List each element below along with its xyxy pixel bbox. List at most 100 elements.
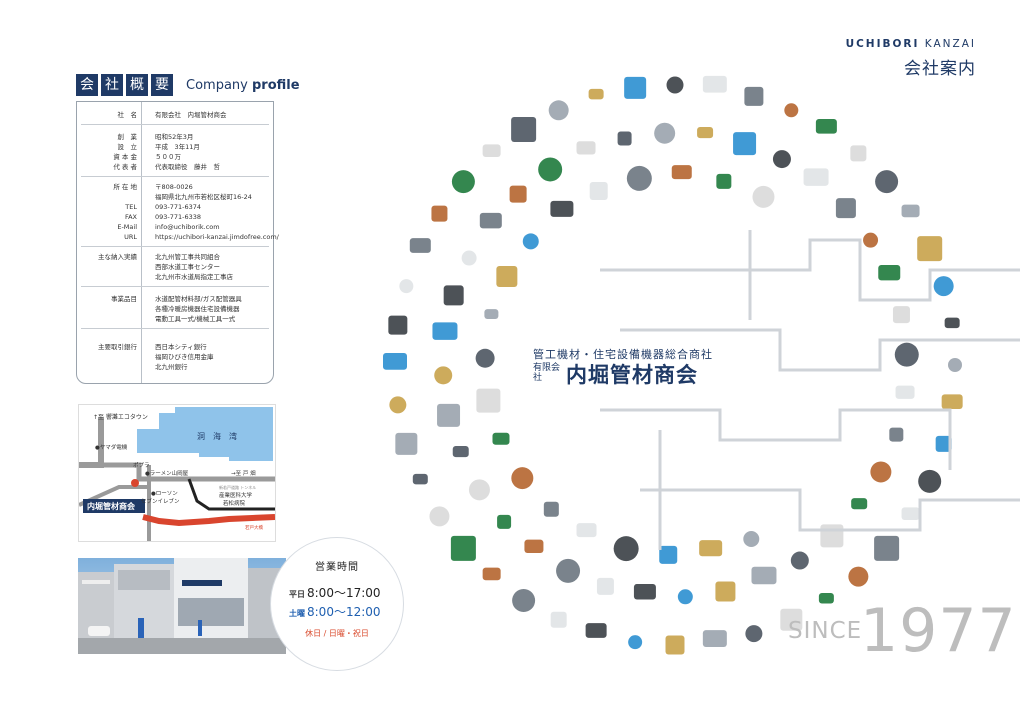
weekday-time: 8:00〜17:00: [307, 586, 381, 600]
product-item: [550, 200, 574, 217]
product-item: [780, 608, 803, 631]
title-char: 会: [76, 74, 98, 96]
profile-value: ５００万: [155, 153, 181, 161]
product-item: [917, 236, 943, 262]
product-item: [524, 539, 544, 553]
product-item: [482, 567, 501, 581]
profile-separator: [81, 286, 269, 287]
profile-values: 水道配管材料部/ガス配管器具各種冷暖房機器住宅設備機器電動工具一式/機械工具一式: [155, 294, 271, 324]
product-item: [512, 589, 536, 613]
product-item: [389, 396, 407, 414]
route-red: [142, 514, 275, 527]
product-item: [550, 611, 567, 628]
profile-values: 有限会社 内堀管材商会: [155, 110, 271, 120]
map-label-lawson: ●ローソン: [151, 491, 178, 497]
product-item: [443, 285, 464, 306]
profile-value: 093-771-6338: [155, 213, 202, 221]
map-label-hospital2: 若松病院: [223, 499, 246, 507]
product-item: [752, 185, 775, 208]
profile-label: 主要取引銀行: [98, 343, 137, 351]
title-en-bold: profile: [251, 78, 300, 93]
profile-value: 北九州管工事共同組合: [155, 253, 220, 261]
product-item: [944, 317, 960, 329]
product-item: [482, 144, 501, 157]
product-item: [659, 545, 678, 564]
product-item: [509, 185, 527, 203]
product-item: [666, 76, 684, 94]
product-item: [543, 501, 559, 517]
map-label-yamada: ●ヤマダ電機: [95, 443, 128, 451]
road-gray: [101, 462, 275, 482]
map-label-bay: 洞 海 湾: [197, 431, 237, 441]
map-label-seven: セブンイレブン: [141, 497, 180, 505]
product-item: [901, 204, 920, 218]
title-char: 社: [101, 74, 123, 96]
brand-name-light: KANZAI: [919, 38, 976, 50]
product-item: [697, 126, 714, 139]
profile-value: 代表取締役 藤井 哲: [155, 163, 220, 171]
profile-value: 093-771-6374: [155, 203, 202, 211]
profile-value: 水道配管材料部/ガス配管器具: [155, 295, 242, 303]
product-item: [450, 535, 476, 561]
product-item: [437, 403, 461, 427]
product-item: [815, 118, 837, 134]
product-item: [772, 150, 791, 169]
product-item: [894, 342, 919, 367]
product-item: [588, 88, 604, 100]
product-item: [548, 100, 569, 121]
profile-value: 有限会社 内堀管材商会: [155, 111, 227, 119]
product-item: [665, 635, 685, 655]
product-item: [848, 566, 869, 587]
product-item: [475, 348, 495, 368]
product-item: [744, 86, 764, 106]
map-graphic: 内堀管材商会 ↑至 響灘エコタウン 洞 海 湾 ●ヤマダ電機 ポプラ ●ラーメン…: [79, 407, 275, 541]
shop-marker: [131, 479, 139, 487]
company-tagline: 管工機材・住宅設備機器総合商社: [533, 348, 713, 361]
profile-value: 福岡ひびき信用金庫: [155, 353, 214, 361]
product-item: [874, 535, 900, 561]
saturday-label: 土曜: [289, 609, 305, 618]
product-item: [743, 531, 760, 548]
product-item: [432, 322, 458, 340]
product-item: [889, 427, 904, 442]
page-title: 会 社 概 要: [76, 74, 173, 96]
product-item: [628, 635, 643, 650]
product-item: [556, 558, 581, 583]
product-item: [892, 306, 910, 324]
map-label-hospital1: 産業医科大学: [219, 491, 253, 499]
product-item: [878, 265, 901, 281]
product-item: [431, 205, 448, 222]
product-item: [702, 630, 727, 647]
product-item: [818, 593, 834, 604]
profile-labels: 主な納入実績: [77, 252, 137, 262]
product-item: [479, 212, 502, 229]
product-item: [895, 385, 915, 399]
profile-value: 昭和52年3月: [155, 133, 194, 141]
profile-label: 代 表 者: [113, 163, 137, 171]
brand-name-bold: UCHIBORI: [845, 38, 920, 50]
profile-labels: 社 名: [77, 110, 138, 120]
product-item: [803, 168, 829, 186]
title-char: 要: [151, 74, 173, 96]
profile-separator: [81, 124, 269, 125]
product-item: [733, 132, 757, 156]
product-item: [452, 445, 469, 458]
title-en-prefix: Company: [186, 78, 252, 93]
product-item: [476, 388, 501, 413]
profile-separator: [81, 246, 269, 247]
product-item: [702, 75, 727, 93]
product-item: [484, 309, 499, 319]
pipe-lineart: [600, 230, 1020, 550]
profile-label: [77, 192, 137, 202]
company-name: 内堀管材商会: [566, 363, 698, 387]
profile-values: 北九州管工事共同組合西部水道工事センター北九州市水道局指定工事店: [155, 252, 271, 282]
profile-value: 北九州銀行: [155, 363, 188, 371]
map-label-tunnel: 新若戸道路 トンネル: [219, 484, 256, 490]
profile-value: info@uchiborik.com: [155, 223, 220, 231]
profile-label: TEL: [125, 203, 137, 211]
profile-label: E-Mail: [117, 223, 137, 231]
title-char: 概: [126, 74, 148, 96]
